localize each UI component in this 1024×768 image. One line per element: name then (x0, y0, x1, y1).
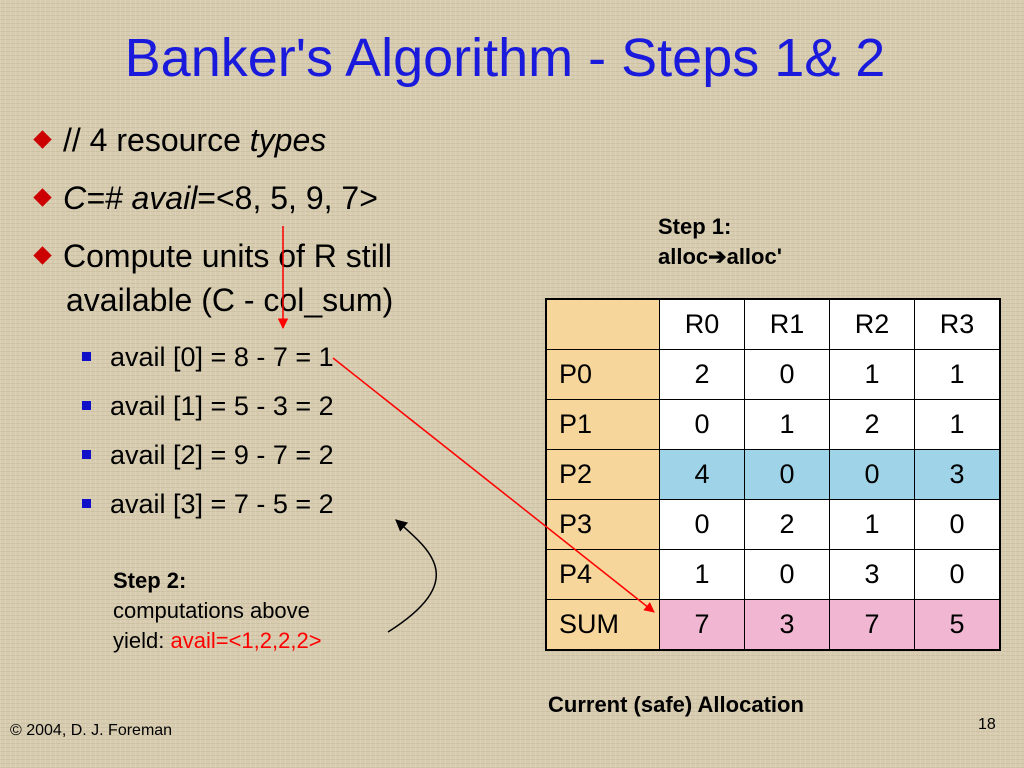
table-cell: 1 (829, 499, 915, 550)
table-cell: 0 (744, 449, 830, 500)
table-row: P0 2 0 1 1 (545, 349, 1001, 400)
table-cell: 1 (914, 399, 1001, 450)
table-corner-cell (545, 298, 660, 350)
diamond-bullet-icon (33, 130, 52, 149)
row-header: P2 (545, 449, 660, 500)
table-cell: 7 (829, 599, 915, 651)
column-header: R1 (744, 298, 830, 350)
column-header: R0 (659, 298, 745, 350)
row-header: P0 (545, 349, 660, 400)
sub-bullet-avail-3: avail [3] = 7 - 5 = 2 (82, 484, 334, 524)
row-header: SUM (545, 599, 660, 651)
sub-bullet-text: avail [3] = 7 - 5 = 2 (110, 489, 334, 519)
table-cell: 0 (914, 499, 1001, 550)
step1-label: Step 1: (658, 214, 732, 239)
sub-bullet-text: avail [2] = 9 - 7 = 2 (110, 440, 334, 470)
right-arrow-icon: ➔ (708, 244, 727, 269)
bullet-avail-vector: C=# avail=<8, 5, 9, 7> (32, 176, 378, 220)
step2-label: Step 2: (113, 568, 187, 593)
sub-bullet-avail-2: avail [2] = 9 - 7 = 2 (82, 435, 334, 475)
table-cell: 2 (744, 499, 830, 550)
table-cell: 0 (914, 549, 1001, 600)
avail-result: avail=<1,2,2,2> (170, 628, 322, 653)
step2-line2: yield: avail=<1,2,2,2> (113, 628, 322, 653)
square-bullet-icon (82, 499, 91, 509)
table-cell: 4 (659, 449, 745, 500)
square-bullet-icon (82, 450, 91, 460)
bullet-text-italic: C=# avail (63, 180, 198, 216)
bullet-text-line1: Compute units of R still (63, 238, 393, 274)
table-cell: 0 (659, 399, 745, 450)
table-row-highlighted: P2 4 0 0 3 (545, 449, 1001, 500)
table-cell: 3 (744, 599, 830, 651)
black-curved-arrow (387, 519, 438, 633)
bullet-text: =<8, 5, 9, 7> (197, 180, 378, 216)
table-cell: 2 (659, 349, 745, 400)
bullet-text-italic: types (249, 122, 327, 158)
sub-bullet-avail-0: avail [0] = 8 - 7 = 1 (82, 337, 334, 377)
bullet-text-line2: available (C - col_sum) (66, 282, 394, 318)
bullet-resource-types: // 4 resource types (32, 118, 326, 162)
bullet-text: // 4 resource (63, 122, 250, 158)
table-cell: 1 (659, 549, 745, 600)
table-cell: 3 (829, 549, 915, 600)
row-header: P4 (545, 549, 660, 600)
table-cell: 0 (659, 499, 745, 550)
allocation-table: R0 R1 R2 R3 P0 2 0 1 1 P1 0 1 2 1 P2 4 0… (545, 298, 1001, 651)
bullet-compute-units: Compute units of R still available (C - … (32, 234, 393, 322)
row-header: P3 (545, 499, 660, 550)
row-header: P1 (545, 399, 660, 450)
table-row: P4 1 0 3 0 (545, 549, 1001, 600)
square-bullet-icon (82, 401, 91, 411)
square-bullet-icon (82, 352, 91, 362)
table-row-sum: SUM 7 3 7 5 (545, 599, 1001, 651)
table-cell: 0 (829, 449, 915, 500)
step2-annotation: Step 2: computations above yield: avail=… (113, 566, 322, 656)
sub-bullet-text: avail [1] = 5 - 3 = 2 (110, 391, 334, 421)
table-header-row: R0 R1 R2 R3 (545, 298, 1001, 350)
table-cell: 7 (659, 599, 745, 651)
sub-bullet-text: avail [0] = 8 - 7 = 1 (110, 342, 334, 372)
table-cell: 1 (744, 399, 830, 450)
table-row: P1 0 1 2 1 (545, 399, 1001, 450)
diamond-bullet-icon (33, 188, 52, 207)
table-cell: 3 (914, 449, 1001, 500)
table-row: P3 0 2 1 0 (545, 499, 1001, 550)
column-header: R2 (829, 298, 915, 350)
table-cell: 5 (914, 599, 1001, 651)
step1-detail: alloc➔alloc' (658, 244, 782, 269)
table-cell: 1 (914, 349, 1001, 400)
copyright-footer: © 2004, D. J. Foreman (10, 722, 173, 739)
page-number: 18 (978, 716, 996, 733)
step2-line1: computations above (113, 598, 310, 623)
table-cell: 0 (744, 349, 830, 400)
diamond-bullet-icon (33, 246, 52, 265)
table-cell: 1 (829, 349, 915, 400)
column-header: R3 (914, 298, 1001, 350)
table-cell: 2 (829, 399, 915, 450)
table-cell: 0 (744, 549, 830, 600)
step1-annotation: Step 1: alloc➔alloc' (658, 212, 782, 272)
slide-title: Banker's Algorithm - Steps 1& 2 (124, 28, 886, 88)
sub-bullet-avail-1: avail [1] = 5 - 3 = 2 (82, 386, 334, 426)
table-caption: Current (safe) Allocation (548, 692, 804, 717)
